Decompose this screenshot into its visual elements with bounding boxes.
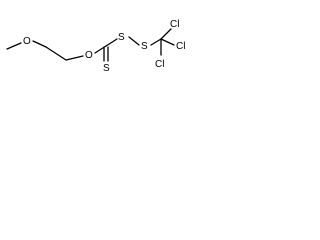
bond-methyl-o (6, 42, 22, 50)
molecule-canvas: O O S S S Cl Cl Cl (0, 0, 214, 100)
atom-cl-bottom: Cl (155, 59, 164, 70)
bond-o-ch2 (32, 40, 47, 48)
bond-s-ccl3 (150, 38, 162, 46)
bond-c-cl-right (160, 38, 175, 46)
bond-layer (6, 28, 175, 62)
molecule-structure: O O S S S Cl Cl Cl (6, 19, 185, 74)
label-layer: O O S S S Cl Cl Cl (23, 19, 185, 74)
bond-c-s (105, 38, 118, 47)
atom-s-thione: S (103, 63, 110, 74)
atom-s-link-1: S (118, 32, 125, 43)
bond-s-s (128, 36, 140, 46)
bond-ch2-ch2 (45, 46, 67, 61)
bond-ch2-o (65, 55, 84, 61)
atom-o-ester: O (85, 50, 93, 61)
bond-c-cl-top (160, 28, 172, 40)
atom-cl-right: Cl (176, 41, 185, 52)
atom-s-link-2: S (141, 41, 148, 52)
atom-o-methoxy: O (23, 36, 31, 47)
atom-cl-top: Cl (170, 19, 179, 30)
